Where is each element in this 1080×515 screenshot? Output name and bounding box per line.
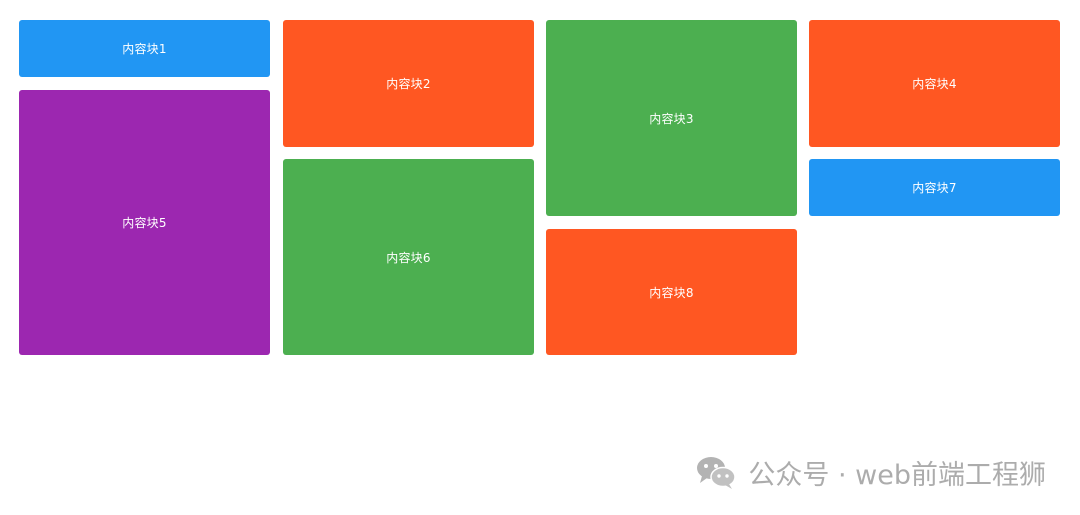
content-block-3: 内容块3 [546, 20, 797, 216]
wechat-icon [697, 457, 737, 489]
content-block-7: 内容块7 [809, 159, 1060, 216]
content-block-6: 内容块6 [283, 159, 534, 355]
watermark-text: 公众号 · web前端工程狮 [748, 459, 1046, 491]
watermark: 公众号 · web前端工程狮 [694, 450, 1046, 494]
content-block-5: 内容块5 [19, 90, 270, 355]
content-block-4: 内容块4 [809, 20, 1060, 147]
content-block-2: 内容块2 [283, 20, 534, 147]
content-block-8: 内容块8 [546, 229, 797, 355]
content-block-1: 内容块1 [19, 20, 270, 77]
